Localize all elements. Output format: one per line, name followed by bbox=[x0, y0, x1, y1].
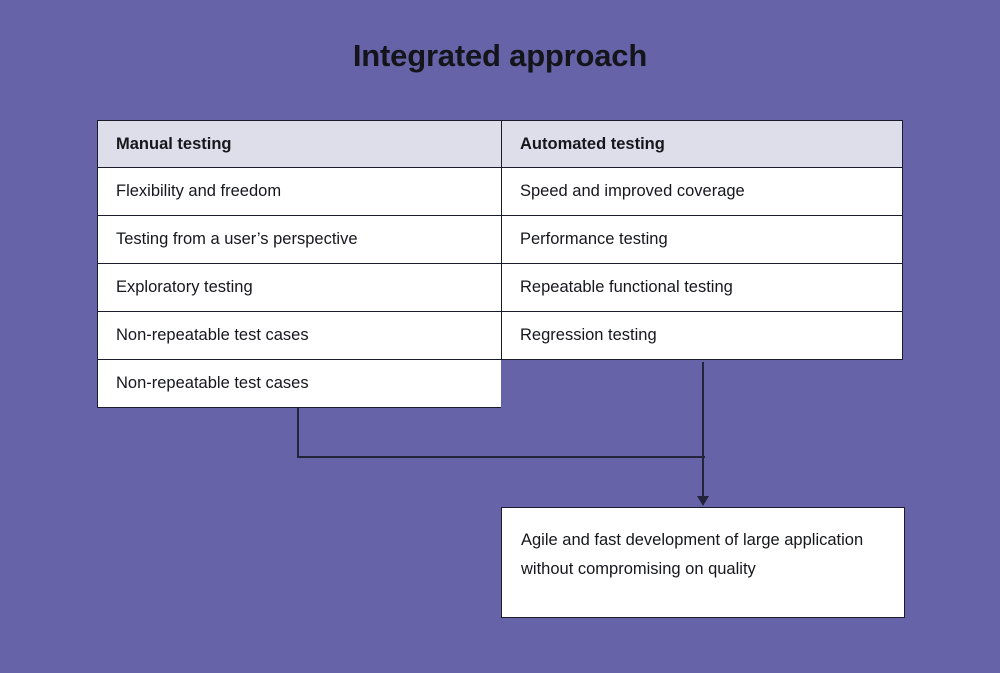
vertical-connector-icon bbox=[702, 362, 704, 501]
table-row: Regression testing bbox=[501, 312, 903, 360]
table-row: Non-repeatable test cases bbox=[97, 360, 501, 408]
column-header-manual-testing: Manual testing bbox=[97, 120, 501, 168]
table-columns: Manual testing Flexibility and freedom T… bbox=[97, 120, 903, 408]
horizontal-connector-icon bbox=[297, 456, 705, 458]
table-row: Performance testing bbox=[501, 216, 903, 264]
column-header-automated-testing: Automated testing bbox=[501, 120, 903, 168]
comparison-table: Manual testing Flexibility and freedom T… bbox=[97, 120, 903, 408]
table-row: Exploratory testing bbox=[97, 264, 501, 312]
table-row: Flexibility and freedom bbox=[97, 168, 501, 216]
page-title: Integrated approach bbox=[352, 38, 648, 73]
automated-testing-column: Automated testing Speed and improved cov… bbox=[501, 120, 903, 360]
manual-testing-column: Manual testing Flexibility and freedom T… bbox=[97, 120, 501, 408]
outcome-box: Agile and fast development of large appl… bbox=[501, 507, 905, 618]
elbow-connector-icon bbox=[297, 408, 299, 458]
table-row: Repeatable functional testing bbox=[501, 264, 903, 312]
arrow-down-icon bbox=[697, 496, 709, 506]
table-row: Testing from a user’s perspective bbox=[97, 216, 501, 264]
table-row: Non-repeatable test cases bbox=[97, 312, 501, 360]
table-row: Speed and improved coverage bbox=[501, 168, 903, 216]
